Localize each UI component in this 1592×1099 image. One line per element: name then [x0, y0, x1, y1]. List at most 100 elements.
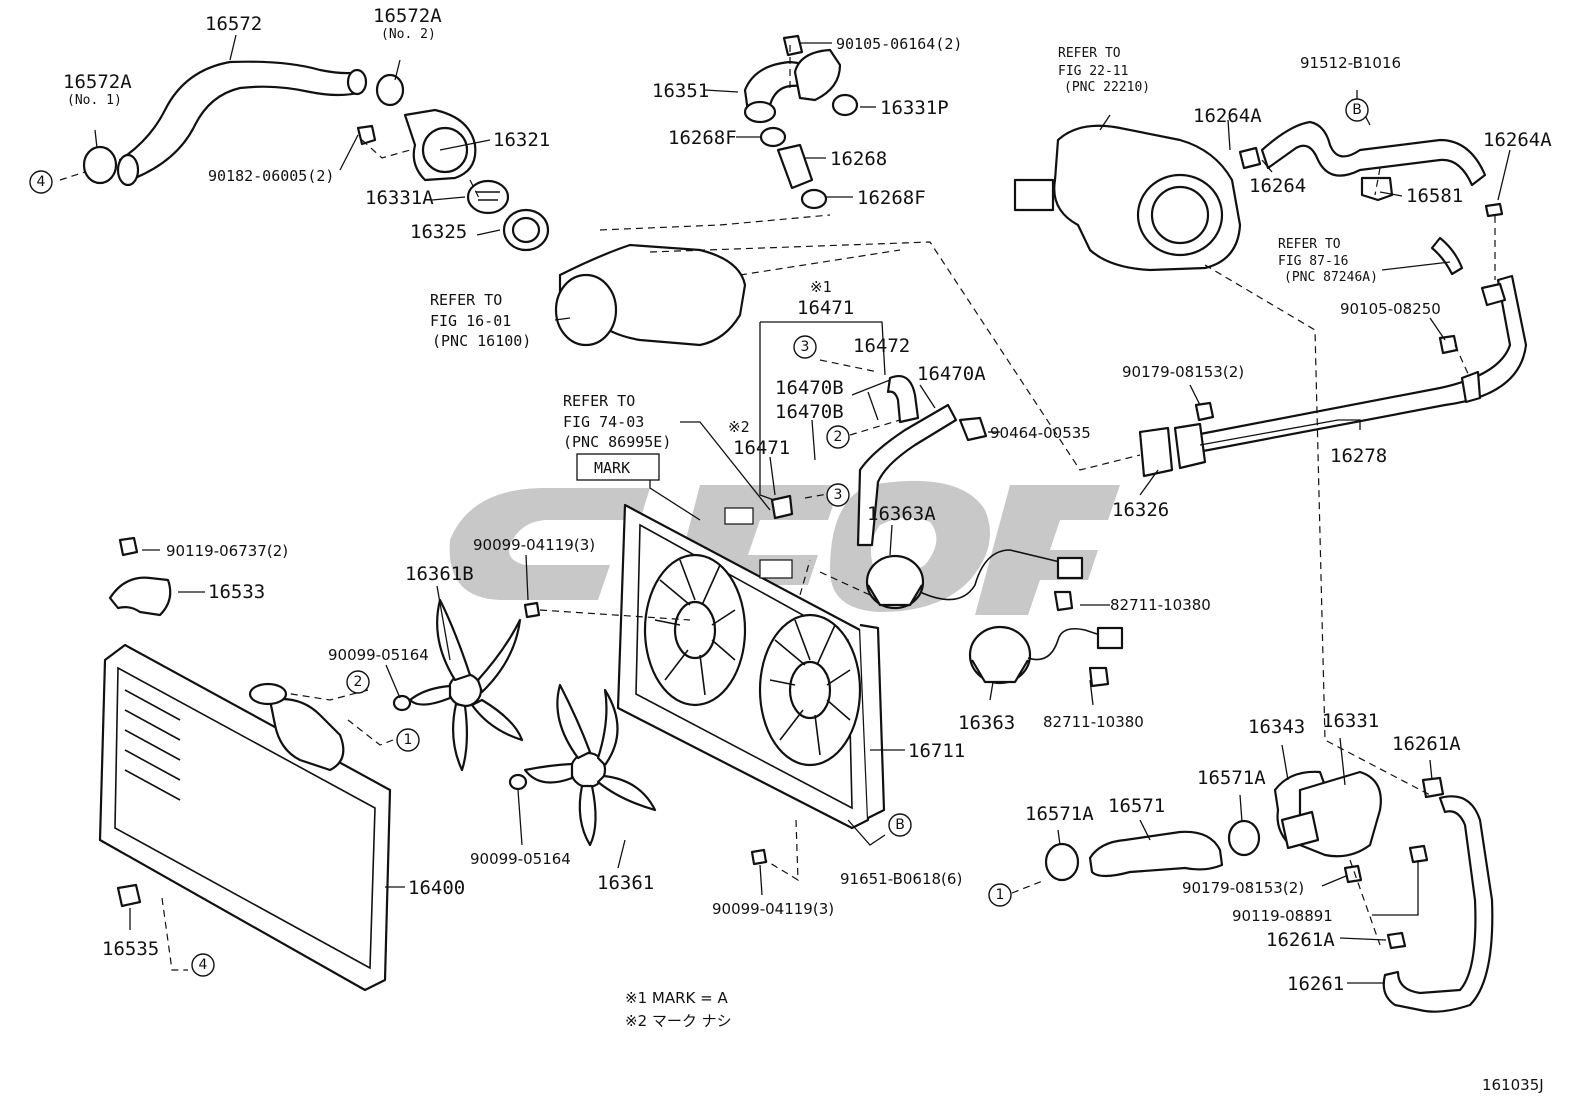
label-pnc-87246A: (PNC 87246A): [1284, 270, 1378, 285]
mark-label-plate-2: [759, 559, 793, 579]
label-16331P: 16331P: [880, 97, 949, 119]
callout-2-a: 2: [834, 429, 843, 445]
leader-lines: [94, 34, 1511, 984]
callout-3-a: 3: [801, 339, 810, 355]
label-90119-08891: 90119-08891: [1232, 907, 1333, 925]
label-pnc-16100: (PNC 16100): [432, 332, 531, 350]
oring-16268F-bottom: [800, 188, 828, 210]
fan-blade-16361: [523, 683, 657, 847]
label-16361: 16361: [597, 872, 654, 894]
label-16261: 16261: [1287, 973, 1344, 995]
label-90099-05164-top: 90099-05164: [328, 646, 429, 664]
callout-B-upper: B: [1352, 102, 1362, 118]
nut-90099-05164-bottom: [508, 773, 528, 791]
bolt-90179-bottom: [1343, 864, 1363, 884]
label-90099-04119-bottom: 90099-04119(3): [712, 900, 834, 918]
label-fig-74-03: FIG 74-03: [563, 413, 644, 431]
label-refer-to-3: REFER TO: [1278, 237, 1341, 252]
motor-wire-16363A: [919, 549, 1061, 601]
label-16470A: 16470A: [917, 363, 986, 385]
label-16363A: 16363A: [867, 503, 936, 525]
hose-end-left: [116, 153, 140, 187]
label-90105-06164: 90105-06164(2): [836, 35, 962, 53]
callout-4-upper: 4: [37, 174, 46, 190]
label-16264: 16264: [1249, 175, 1306, 197]
hose-16470A: [856, 403, 958, 547]
label-16326: 16326: [1112, 499, 1169, 521]
callout-circles: 4 3 2 3 B 2 1 B 4 1: [29, 98, 1369, 977]
callout-4-lower: 4: [199, 957, 208, 973]
clip-90464: [958, 416, 988, 442]
label-90099-04119-top: 90099-04119(3): [473, 536, 595, 554]
label-90099-05164-bottom: 90099-05164: [470, 850, 571, 868]
fan-blade-16361B: [408, 598, 524, 772]
label-mark2-symbol: ※2: [728, 418, 750, 436]
label-16535: 16535: [102, 938, 159, 960]
label-16572A-left: 16572A: [63, 71, 132, 93]
label-16361B: 16361B: [405, 563, 474, 585]
clamp-16571A-right: [1227, 819, 1261, 857]
label-mark1-symbol: ※1: [810, 278, 832, 296]
callout-3-b: 3: [834, 487, 843, 503]
label-fig-16-01: FIG 16-01: [430, 312, 511, 330]
label-mark-box: MARK: [594, 459, 630, 477]
label-91651-B0618: 91651-B0618(6): [840, 870, 962, 888]
radiator-16400: [98, 643, 392, 992]
label-16572A-top: 16572A: [373, 5, 442, 27]
bolt-90099-04119-bottom: [750, 848, 768, 866]
label-16268F-top: 16268F: [668, 127, 737, 149]
label-16261A-top: 16261A: [1392, 733, 1461, 755]
callout-1-a: 1: [404, 732, 413, 748]
hose-16472: [886, 374, 920, 424]
label-16472: 16472: [853, 335, 910, 357]
label-16343: 16343: [1248, 716, 1305, 738]
label-16471-top: 16471: [797, 297, 854, 319]
label-16471-mid: 16471: [733, 437, 790, 459]
clamp-16572A-left: [82, 145, 118, 185]
label-16572: 16572: [205, 13, 262, 35]
bracket-16581: [1360, 176, 1394, 202]
clamp-16261A-bottom: [1386, 931, 1407, 950]
label-16470B-2: 16470B: [775, 401, 844, 423]
label-90464-00535: 90464-00535: [990, 424, 1091, 442]
label-16533: 16533: [208, 581, 265, 603]
radiator-cap: [248, 682, 288, 706]
label-16331A: 16331A: [365, 187, 434, 209]
label-16264A-mid: 16264A: [1193, 105, 1262, 127]
hose-16261: [1382, 795, 1494, 1013]
label-refer-to-2: REFER TO: [1058, 46, 1121, 61]
bolt-90105-08250: [1438, 334, 1459, 355]
label-90182-06005: 90182-06005(2): [208, 167, 334, 185]
mark-label-plate: [724, 507, 754, 525]
label-90105-08250: 90105-08250: [1340, 300, 1441, 318]
bracket-16533: [108, 576, 172, 617]
label-no2: (No. 2): [381, 27, 436, 42]
label-16470B-1: 16470B: [775, 377, 844, 399]
hose-16264: [1260, 120, 1487, 187]
clamp-16572A-top: [375, 73, 405, 107]
label-90119-06737: 90119-06737(2): [166, 542, 288, 560]
oring-16331P: [831, 93, 859, 117]
clip-82711-2: [1088, 666, 1110, 688]
label-refer-to-4: REFER TO: [563, 392, 635, 410]
thermostat-16331A: [466, 179, 510, 215]
label-note-1: ※1 MARK = A: [625, 989, 728, 1007]
callout-2-b: 2: [354, 674, 363, 690]
gasket-16326: [1138, 426, 1174, 478]
bolt-90182: [356, 124, 377, 146]
label-16268F-bottom: 16268F: [857, 187, 926, 209]
clip-16471: [770, 494, 794, 520]
label-90179-08153-bottom: 90179-08153(2): [1182, 879, 1304, 897]
bolt-90105-06164: [782, 34, 804, 57]
callout-B-lower: B: [895, 817, 905, 833]
callout-1-b: 1: [996, 887, 1005, 903]
label-16331: 16331: [1322, 710, 1379, 732]
label-16351: 16351: [652, 80, 709, 102]
label-16581: 16581: [1406, 185, 1463, 207]
hose-end-right: [346, 68, 368, 96]
pipe-16268: [776, 143, 814, 190]
mark-box: [576, 453, 660, 481]
label-fig-22-11: FIG 22-11: [1058, 64, 1128, 79]
label-pnc-86995E: (PNC 86995E): [563, 433, 671, 451]
